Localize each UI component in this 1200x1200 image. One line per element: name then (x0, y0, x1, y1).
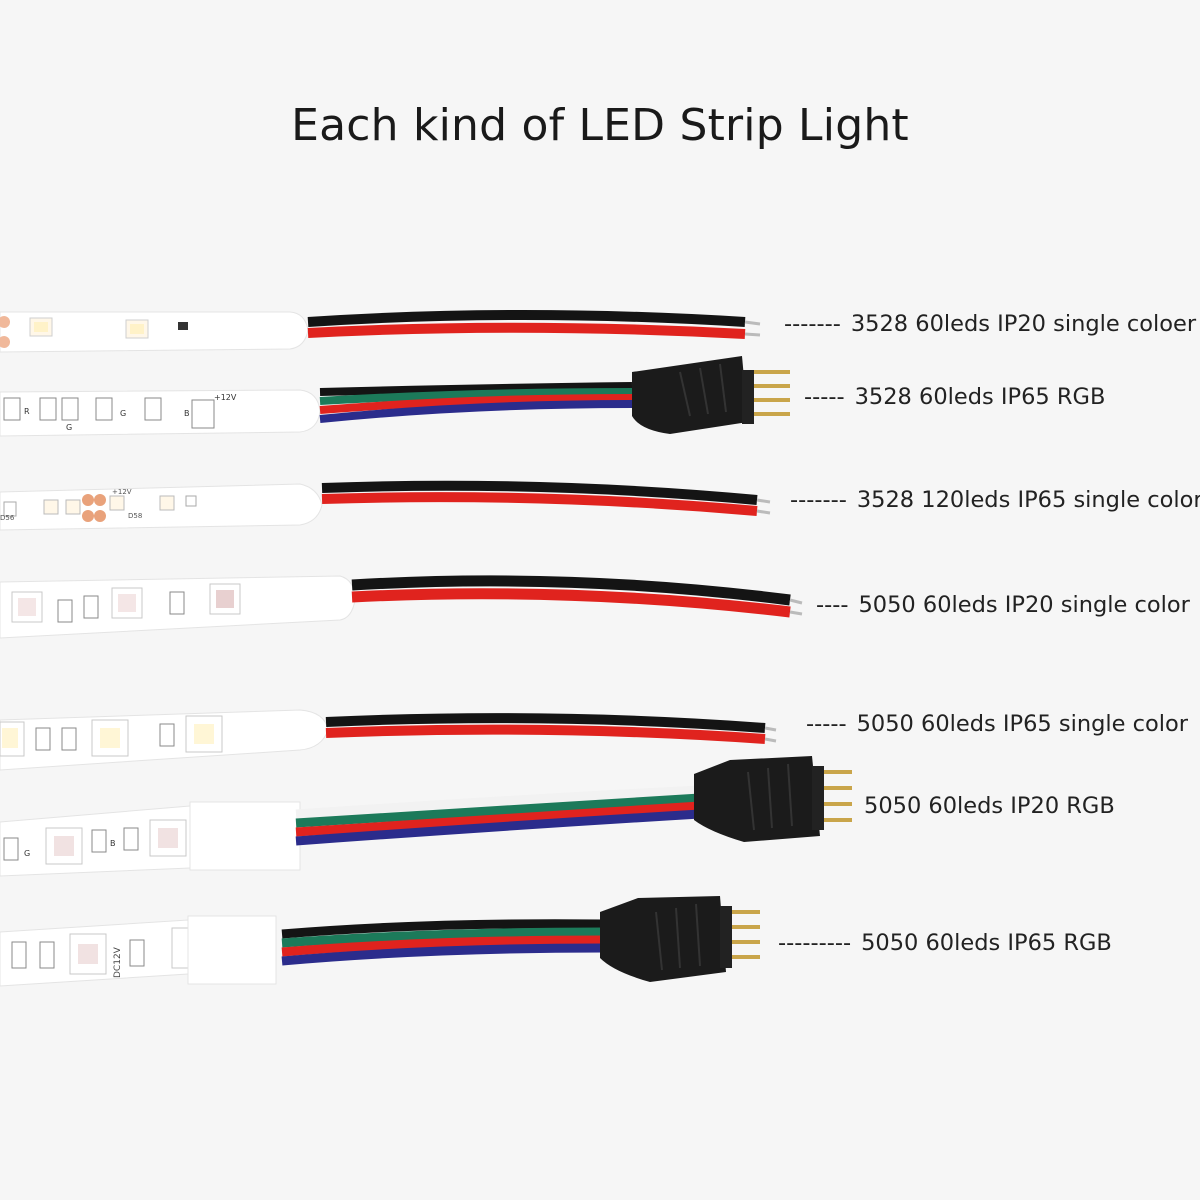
strip-marking-r: R (24, 407, 30, 416)
strip-3528-60-ip65-rgb: R G G B +12V (0, 356, 790, 437)
strip-marking-dc12v: DC12V (113, 946, 123, 978)
strip-marking-g2: G (120, 409, 126, 418)
leader-dashes: --------- (778, 930, 852, 956)
product-label: 3528 60leds IP65 RGB (854, 384, 1106, 410)
strip-marking-b2: B (110, 839, 116, 848)
leader-dashes: ----- (806, 711, 847, 737)
product-label: 3528 120leds IP65 single color (856, 487, 1200, 513)
strip-marking-b: B (184, 409, 190, 418)
strip-marking-d56: D56 (0, 514, 15, 522)
strip-marking-g: G (66, 423, 72, 432)
leader-dashes: ---- (816, 592, 849, 618)
product-label: 5050 60leds IP65 RGB (861, 930, 1112, 956)
strip-marking-plus-12v: +12V (214, 393, 237, 402)
leader-dashes: ------- (790, 487, 847, 513)
leader-dashes: ------- (784, 311, 841, 337)
label-5050-60-ip65-single: ----- 5050 60leds IP65 single color (806, 711, 1188, 737)
strip-marking-plus-12v-2: +12V (112, 488, 132, 496)
label-5050-60-ip65-rgb: --------- 5050 60leds IP65 RGB (778, 930, 1112, 956)
strip-5050-60-ip20-single (0, 575, 803, 639)
product-label: 5050 60leds IP20 RGB (864, 793, 1115, 819)
product-label: 5050 60leds IP20 single color (858, 592, 1190, 618)
strip-3528-120-ip65-single: D56 D58 +12V (0, 480, 771, 531)
strip-marking-d58: D58 (128, 512, 142, 520)
label-3528-60-ip65-rgb: ----- 3528 60leds IP65 RGB (804, 384, 1105, 410)
product-label: 3528 60leds IP20 single coloer (850, 311, 1197, 337)
strip-5050-60-ip65-single (0, 709, 777, 771)
strip-marking-g3: G (24, 849, 30, 858)
strip-5050-60-ip65-rgb: DC12V (0, 896, 760, 987)
strip-5050-60-ip20-rgb: G B (0, 756, 852, 877)
label-5050-60-ip20-single: ---- 5050 60leds IP20 single color (816, 592, 1190, 618)
product-label: 5050 60leds IP65 single color (856, 711, 1189, 737)
label-3528-120-ip65-single: ------- 3528 120leds IP65 single color (790, 487, 1200, 513)
label-5050-60-ip20-rgb: 5050 60leds IP20 RGB (864, 793, 1115, 819)
label-3528-60-ip20-single: ------- 3528 60leds IP20 single coloer (784, 311, 1196, 337)
strip-3528-60-ip20-single (0, 310, 761, 353)
leader-dashes: ----- (804, 384, 845, 410)
page-title: Each kind of LED Strip Light (291, 100, 909, 151)
